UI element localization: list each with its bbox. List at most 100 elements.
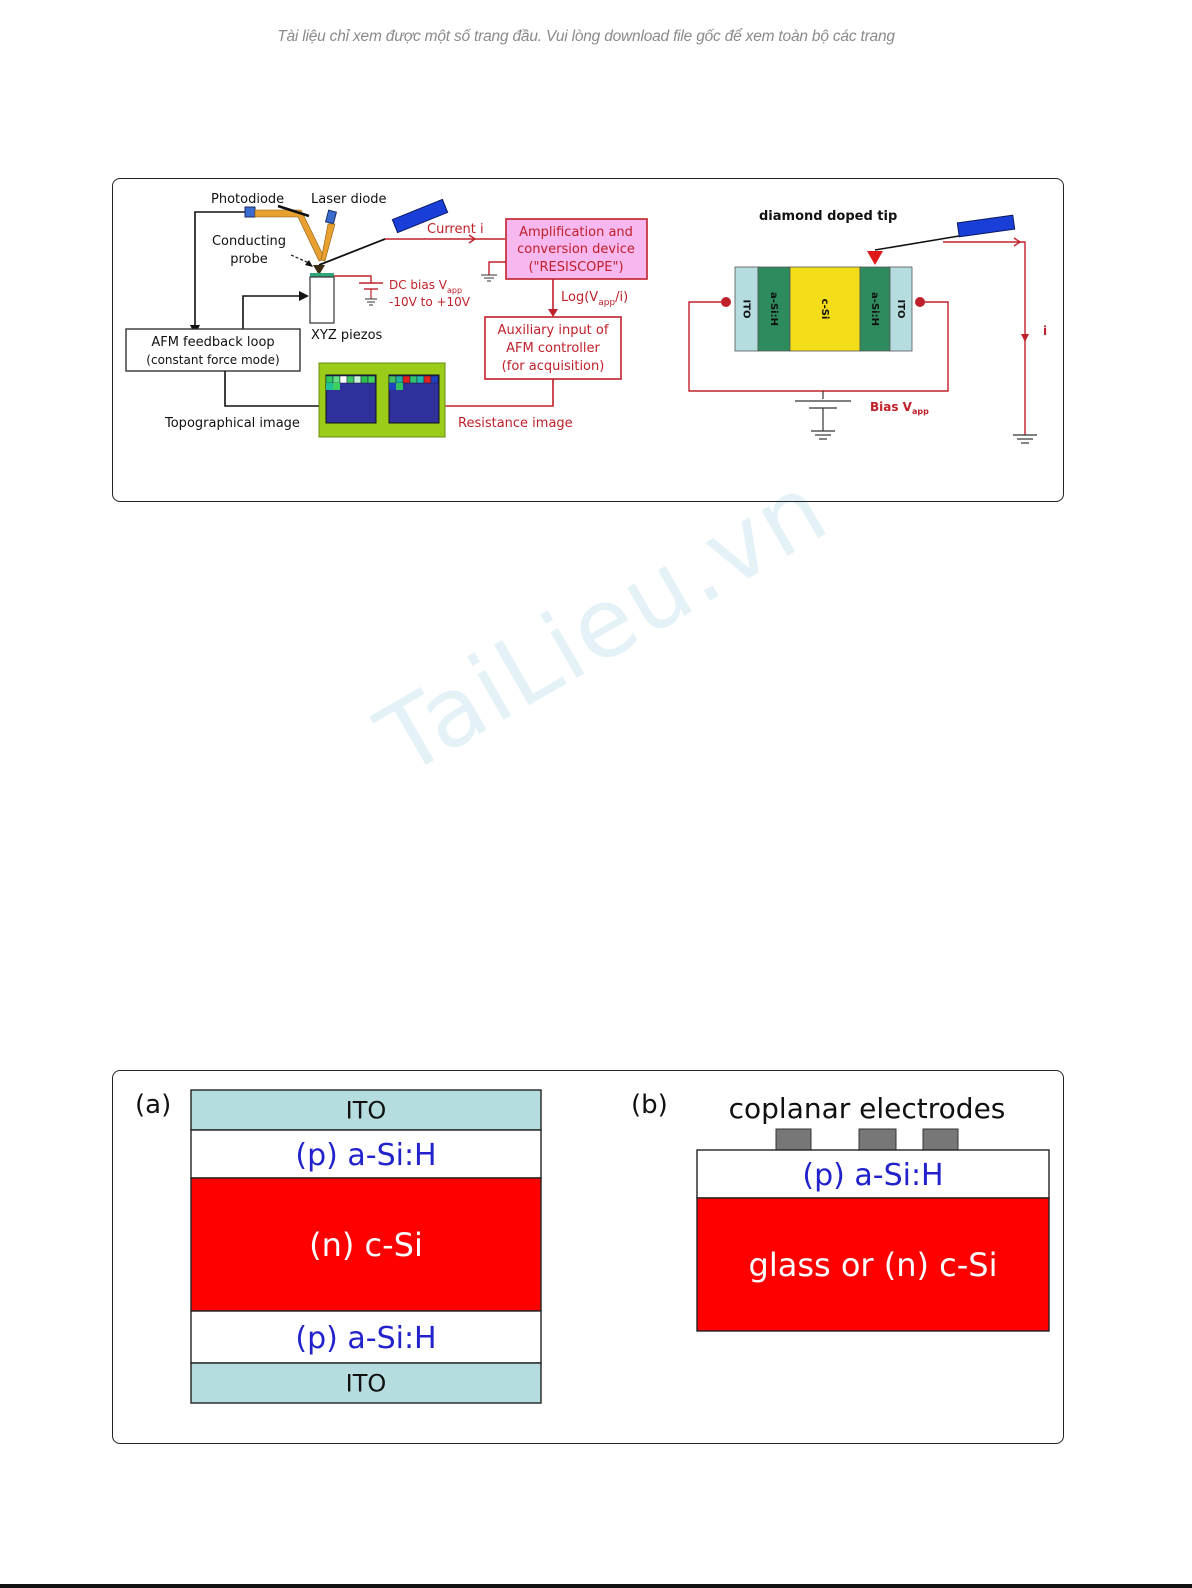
log-label: Log(Vapp/i): [561, 290, 628, 308]
pixel: [409, 375, 418, 384]
conducting-probe-label-2: probe: [230, 252, 268, 267]
afm-loop-label-1: AFM feedback loop: [151, 335, 274, 350]
laser-beam-reflected: [254, 209, 326, 262]
panel-a-layer-label: ITO: [346, 1097, 387, 1125]
pixel: [395, 375, 404, 384]
resiscope-box: [505, 218, 648, 280]
pixel: [326, 383, 333, 390]
watermark: TaiLieu.vn: [360, 451, 846, 797]
electrode-1: [775, 1128, 812, 1151]
panel-a-layer-2: [190, 1129, 542, 1179]
probe-pointer: [290, 254, 310, 264]
pixel: [333, 383, 340, 390]
aux-label-3: (for acquisition): [502, 359, 605, 374]
laser-diode-label: Laser diode: [311, 192, 387, 207]
laser-diode-icon: [324, 209, 338, 225]
panel-b-layer-label: (p) a-Si:H: [802, 1158, 943, 1193]
cantilever: [318, 238, 386, 266]
piezo-control-wire: [242, 295, 301, 329]
photodiode-label: Photodiode: [211, 192, 284, 207]
topographical-pixels: [325, 375, 376, 390]
arrow-right-icon: [468, 234, 477, 244]
bias-vapp-label: Bias Vapp: [870, 400, 929, 416]
resistance-pixels: [388, 375, 439, 390]
conducting-probe-label-1: Conducting: [212, 234, 286, 249]
aux-label-2: AFM controller: [506, 341, 600, 356]
right-cantilever: [874, 235, 960, 251]
pixel: [367, 375, 376, 384]
panel-a-layer-label: (p) a-Si:H: [295, 1138, 436, 1173]
layer-stack: ITO a-Si:H c-Si a-Si:H ITO: [734, 266, 913, 352]
stack-layer-label: a-Si:H: [869, 292, 880, 326]
stack-layer-label: c-Si: [819, 299, 830, 320]
pixel: [402, 375, 411, 384]
arrow-icon: [305, 260, 313, 267]
page-bottom-rule: [0, 1584, 1192, 1588]
afm-loop-label-2: (constant force mode): [146, 353, 279, 367]
panel-b-stack: (p) a-Si:H glass or (n) c-Si: [696, 1149, 1050, 1332]
feedback-wire: [194, 211, 249, 329]
arrow-down-icon: [1021, 334, 1029, 342]
pixel: [325, 375, 334, 384]
resistance-wire: [425, 379, 554, 407]
resiscope-label-3: ("RESISCOPE"): [528, 260, 623, 275]
arrow-down-icon: [548, 309, 558, 317]
xyz-piezo-stack: [309, 276, 335, 324]
current-i-label: i: [1043, 324, 1047, 338]
pixel: [423, 375, 432, 384]
pixel: [396, 383, 403, 390]
topographical-image-label: Topographical image: [164, 416, 300, 431]
bias-circuit-wire: [688, 301, 949, 392]
right-probe-holder-icon: [956, 214, 1016, 238]
diamond-tip-label: diamond doped tip: [759, 209, 897, 224]
electrode-2: [858, 1128, 897, 1151]
figure-1-frame: Photodiode Laser diode Conducting probe …: [112, 178, 1064, 502]
pixel: [416, 375, 425, 384]
panel-b-layer-2: [696, 1197, 1050, 1332]
figure-1-diagram: Photodiode Laser diode Conducting probe …: [125, 192, 1047, 444]
panel-a-layer-label: ITO: [346, 1370, 387, 1398]
stack-layer-label: ITO: [895, 299, 906, 318]
arrow-right-icon: [299, 291, 309, 301]
aux-label-1: Auxiliary input of: [498, 323, 609, 338]
left-contact-icon: [721, 297, 731, 307]
diamond-tip-icon: [867, 251, 883, 265]
probe-holder-icon: [391, 198, 449, 234]
stack-layer-4: [859, 266, 891, 352]
panel-a-label: (a): [135, 1090, 171, 1120]
electrode-3: [922, 1128, 959, 1151]
pixel: [346, 375, 355, 384]
panel-a-layer-1: [190, 1089, 542, 1131]
pixel: [353, 375, 362, 384]
xyz-piezos-label: XYZ piezos: [311, 328, 383, 343]
tip-current-wire: [943, 241, 1026, 435]
stack-layer-3: [789, 266, 861, 352]
pixel: [430, 375, 439, 384]
dc-range-label: -10V to +10V: [389, 295, 471, 309]
photodiode-icon: [244, 206, 256, 218]
stack-layer-label: ITO: [741, 299, 752, 318]
pixel: [339, 375, 348, 384]
resiscope-label-1: Amplification and: [519, 225, 633, 240]
right-contact-icon: [915, 297, 925, 307]
resiscope-ground-wire: [488, 261, 506, 275]
panel-b-label: (b): [631, 1090, 668, 1120]
panel-b-layer-1: [696, 1149, 1050, 1199]
pixel: [332, 375, 341, 384]
panel-a-layer-5: [190, 1362, 542, 1404]
pixel: [388, 375, 397, 384]
resiscope-label-2: conversion device: [517, 242, 635, 257]
stack-layer-label: a-Si:H: [768, 292, 779, 326]
sample-layer: [310, 273, 334, 277]
stack-layer-2: [757, 266, 791, 352]
stack-layer-5: [889, 266, 913, 352]
panel-b-layer-label: glass or (n) c-Si: [749, 1246, 998, 1284]
dc-bias-label: DC bias Vapp: [389, 278, 462, 295]
resistance-image-label: Resistance image: [458, 416, 573, 431]
pixel: [360, 375, 369, 384]
afm-feedback-box: [125, 328, 301, 372]
pixel: [389, 383, 396, 390]
bias-wire: [334, 275, 372, 283]
